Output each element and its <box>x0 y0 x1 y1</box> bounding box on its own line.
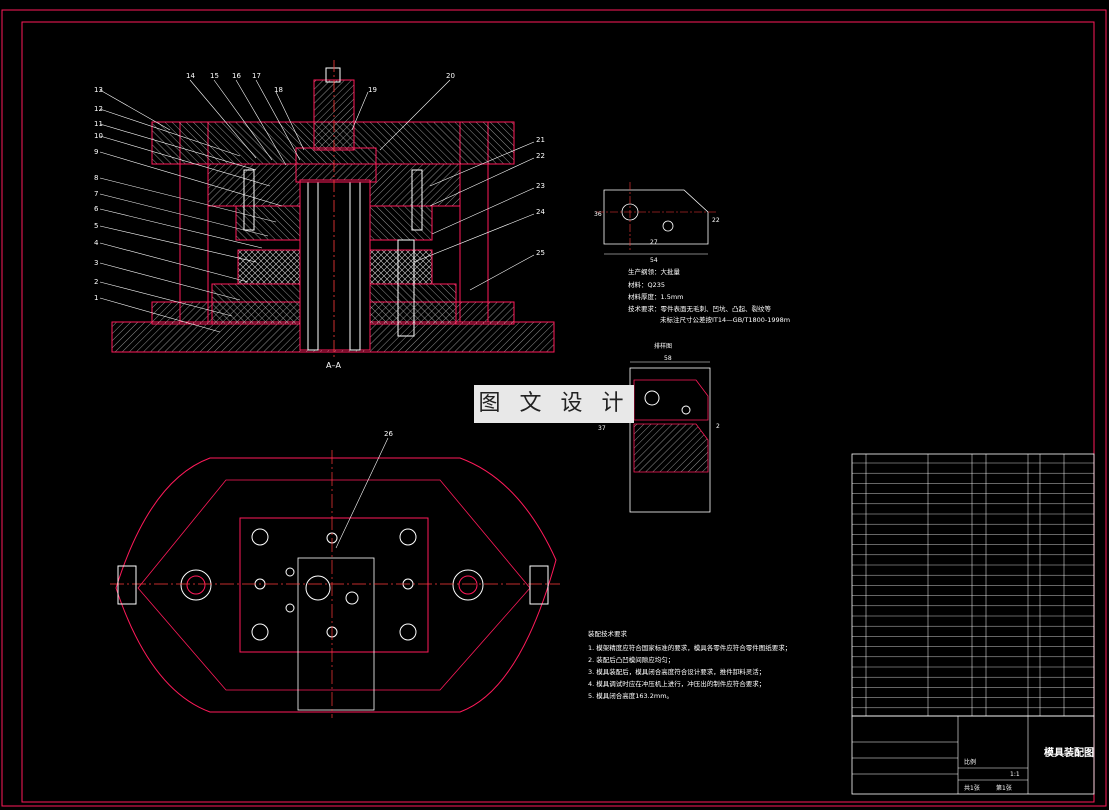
part-dim-h: 36 <box>594 211 602 218</box>
part-note-2: 材料：Q235 <box>628 280 665 289</box>
balloon-15: 15 <box>210 72 219 80</box>
tech-requirements: 装配技术要求 1. 模架精度应符合国家标准的要求，模具各零件应符合零件图纸要求；… <box>588 629 791 700</box>
part-note-3: 材料厚度：1.5mm <box>628 292 684 301</box>
section-label: A–A <box>326 361 341 370</box>
plan-balloon-26: 26 <box>384 430 393 438</box>
balloon-12: 12 <box>94 105 103 113</box>
tech-item-1: 1. 模架精度应符合国家标准的要求，模具各零件应符合零件图纸要求； <box>588 643 791 652</box>
balloon-22: 22 <box>536 152 545 160</box>
balloon-4: 4 <box>94 239 99 247</box>
section-view: 1 2 3 4 5 6 7 8 9 10 11 12 13 14 15 16 1… <box>94 60 555 370</box>
scale-label: 比例 <box>964 758 976 766</box>
balloon-8: 8 <box>94 174 98 182</box>
balloon-10: 10 <box>94 132 103 140</box>
outer-frame <box>1 9 1107 807</box>
balloon-21: 21 <box>536 136 545 144</box>
tech-item-3: 3. 模具装配后，模具闭合高度符合设计要求，推件卸料灵活； <box>588 667 765 676</box>
balloon-17: 17 <box>252 72 261 80</box>
sheet-total: 共1张 <box>964 784 980 792</box>
balloon-20: 20 <box>446 72 455 80</box>
plan-view: 26 <box>110 430 560 718</box>
balloon-25: 25 <box>536 249 545 257</box>
tech-title: 装配技术要求 <box>588 629 628 638</box>
balloon-11: 11 <box>94 120 103 128</box>
sheet-number: 第1张 <box>996 784 1012 792</box>
balloon-9: 9 <box>94 148 98 156</box>
balloon-16: 16 <box>232 72 241 80</box>
title-block: 模具装配图 比例 1:1 共1张 第1张 <box>851 715 1095 795</box>
balloon-19: 19 <box>368 86 377 94</box>
scale-value: 1:1 <box>1010 771 1020 778</box>
balloon-3: 3 <box>94 259 98 267</box>
part-dim-side: 22 <box>712 217 720 224</box>
part-drawing: 54 36 27 22 生产纲领：大批量 材料：Q235 材料厚度：1.5mm … <box>594 182 790 324</box>
watermark: 图 文 设 计 <box>474 385 634 423</box>
strip-layout: 排样图 58 37 2 <box>598 342 720 513</box>
layout-gap: 2 <box>716 423 720 430</box>
layout-pitch: 37 <box>598 425 606 432</box>
layout-title: 排样图 <box>654 342 672 350</box>
balloon-14: 14 <box>186 72 195 80</box>
balloon-5: 5 <box>94 222 98 230</box>
tech-item-4: 4. 模具调试时应在冲压机上进行，冲压出的制件应符合要求； <box>588 679 765 688</box>
part-note-5: 未标注尺寸公差按IT14—GB/T1800-1998m <box>660 315 790 324</box>
tech-item-2: 2. 装配后凸凹模间隙应均匀； <box>588 655 674 664</box>
part-note-4: 技术要求：零件表面无毛刺、凹坑、凸起、裂纹等 <box>628 304 772 313</box>
tech-item-5: 5. 模具闭合高度163.2mm。 <box>588 691 673 700</box>
balloon-7: 7 <box>94 190 98 198</box>
drawing-title: 模具装配图 <box>1044 746 1094 759</box>
part-note-1: 生产纲领：大批量 <box>628 267 681 276</box>
balloon-23: 23 <box>536 182 545 190</box>
balloon-18: 18 <box>274 86 283 94</box>
part-dim-w: 54 <box>650 257 658 264</box>
balloon-2: 2 <box>94 278 98 286</box>
parts-list <box>851 453 1095 717</box>
part-dim-inner: 27 <box>650 239 658 246</box>
layout-width: 58 <box>664 355 672 362</box>
balloon-13: 13 <box>94 86 103 94</box>
balloon-6: 6 <box>94 205 99 213</box>
inner-frame <box>21 21 1095 803</box>
balloon-24: 24 <box>536 208 545 216</box>
balloon-1: 1 <box>94 294 98 302</box>
